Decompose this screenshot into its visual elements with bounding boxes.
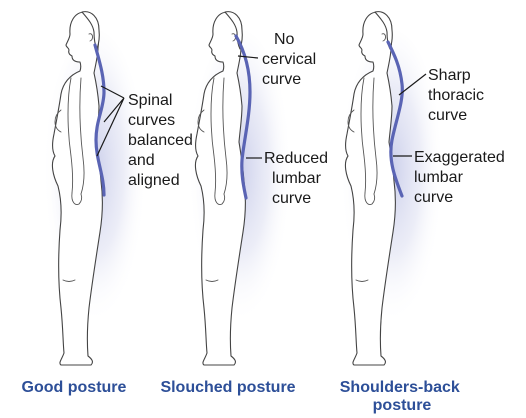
- figure-shoulders-back-posture: Sharp thoracic curve Exaggerated lumbar …: [340, 12, 509, 414]
- label-exaggerated-lumbar-curve: Exaggerated lumbar curve: [414, 149, 509, 206]
- caption-shoulders-back-posture: Shoulders-back posture: [340, 379, 464, 414]
- figure-good-posture: Spinal curves balanced and aligned Good …: [22, 12, 198, 396]
- label-no-cervical-curve: No cervical curve: [262, 31, 321, 88]
- caption-slouched-posture: Slouched posture: [160, 379, 295, 396]
- label-reduced-lumbar-curve: Reduced lumbar curve: [264, 150, 333, 207]
- label-spinal-curves: Spinal curves balanced and aligned: [128, 92, 197, 189]
- caption-good-posture: Good posture: [22, 379, 127, 396]
- figure-slouched-posture: No cervical curve Reduced lumbar curve S…: [160, 12, 332, 396]
- label-sharp-thoracic-curve: Sharp thoracic curve: [428, 67, 488, 124]
